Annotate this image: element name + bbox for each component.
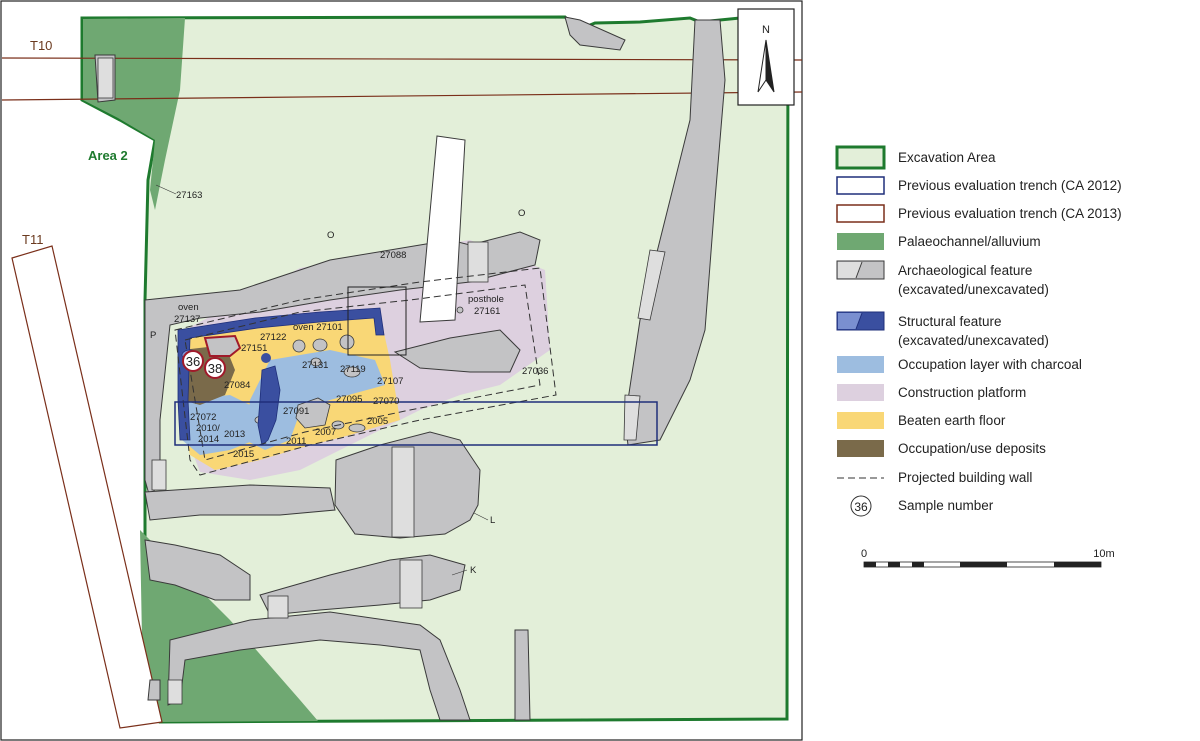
label-27122: 27122 — [260, 332, 286, 343]
label-27107: 27107 — [377, 376, 403, 387]
label-l: L — [490, 515, 495, 526]
area-label: Area 2 — [88, 148, 128, 163]
projected-wall-outer — [174, 267, 557, 476]
scale-bar: 0 10m — [861, 548, 1115, 568]
label-27131: 27131 — [302, 360, 328, 371]
swatch-sample: 36 — [850, 495, 872, 517]
sample-38-marker: 38 — [204, 357, 226, 379]
legend-label-arch-2: (excavated/unexcavated) — [898, 282, 1049, 297]
label-27119: 27119 — [340, 364, 366, 375]
structural-wall-trench — [177, 307, 385, 441]
swatch-platform — [837, 384, 884, 401]
label-27137: 27137 — [174, 314, 200, 325]
baulk-strip — [419, 135, 466, 323]
trench-t10-top — [1, 57, 803, 61]
label-27088: 27088 — [380, 250, 406, 261]
label-2007: 2007 — [315, 427, 336, 438]
label-27072: 27072 — [190, 412, 216, 423]
swatch-arch — [836, 260, 885, 280]
label-k: K — [470, 565, 477, 576]
trench-t10-bottom — [1, 91, 803, 101]
label-o2: O — [518, 208, 525, 219]
swatch-palaeo — [837, 233, 884, 250]
legend-label-excavation: Excavation Area — [898, 150, 996, 165]
label-oven2: oven 27101 — [293, 322, 343, 333]
sample-36-marker: 36 — [182, 350, 204, 372]
structural-feature-27151 — [257, 365, 281, 446]
swatch-deposits — [837, 440, 884, 457]
label-2005: 2005 — [367, 416, 388, 427]
excavated-segments — [97, 57, 666, 705]
svg-text:38: 38 — [208, 361, 222, 376]
legend-label-palaeo: Palaeochannel/alluvium — [898, 234, 1041, 249]
label-oven1: oven — [178, 302, 199, 313]
legend-label-struct: Structural feature — [898, 314, 1002, 329]
scale-end-label: 10m — [1093, 548, 1114, 560]
label-27163: 27163 — [176, 190, 202, 201]
legend-label-platform: Construction platform — [898, 385, 1026, 400]
legend-label-sample: Sample number — [898, 498, 994, 513]
label-27095: 27095 — [336, 394, 362, 405]
legend-label-wall: Projected building wall — [898, 470, 1032, 485]
label-2015: 2015 — [233, 449, 254, 460]
swatch-excavation — [835, 145, 886, 170]
label-27084: 27084 — [224, 380, 250, 391]
label-27036: 27036 — [522, 366, 548, 377]
trench-t11-label: T11 — [22, 232, 43, 247]
label-2014: 2014 — [198, 434, 219, 445]
legend-label-arch: Archaeological feature — [898, 263, 1032, 278]
evaluation-trench-2012 — [174, 401, 658, 446]
label-2010: 2010/ — [196, 423, 220, 434]
legend-label-trench2013: Previous evaluation trench (CA 2013) — [898, 206, 1122, 221]
legend: 36 Excavation Area Previous evaluation t… — [835, 145, 1122, 517]
swatch-trench2012 — [836, 176, 885, 195]
svg-text:36: 36 — [186, 354, 200, 369]
legend-label-occupation: Occupation layer with charcoal — [898, 357, 1082, 372]
svg-text:36: 36 — [854, 500, 868, 514]
label-27070: 27070 — [373, 396, 399, 407]
scale-start-label: 0 — [861, 548, 867, 560]
legend-label-trench2012: Previous evaluation trench (CA 2012) — [898, 178, 1122, 193]
oven-27137 — [203, 334, 242, 357]
label-27161: 27161 — [474, 306, 500, 317]
swatch-occupation — [837, 356, 884, 373]
label-27151: 27151 — [241, 343, 267, 354]
swatch-floor — [837, 412, 884, 429]
label-o1: O — [327, 230, 334, 241]
swatch-trench2013 — [836, 204, 885, 223]
legend-label-struct-2: (excavated/unexcavated) — [898, 333, 1049, 348]
detail-box — [347, 286, 407, 356]
projected-wall-inner — [184, 284, 541, 461]
north-arrow: N — [737, 8, 795, 106]
structural-posthole — [261, 353, 271, 363]
label-2011: 2011 — [286, 436, 306, 447]
label-2013: 2013 — [224, 429, 245, 440]
trench-t10-label: T10 — [30, 38, 52, 53]
label-27091: 27091 — [283, 406, 309, 417]
swatch-struct — [836, 311, 885, 331]
north-label: N — [762, 24, 770, 36]
label-p: P — [150, 330, 156, 341]
trench-t11 — [11, 245, 163, 729]
legend-label-deposits: Occupation/use deposits — [898, 441, 1046, 456]
label-posthole: posthole — [468, 294, 504, 305]
legend-label-floor: Beaten earth floor — [898, 413, 1006, 428]
